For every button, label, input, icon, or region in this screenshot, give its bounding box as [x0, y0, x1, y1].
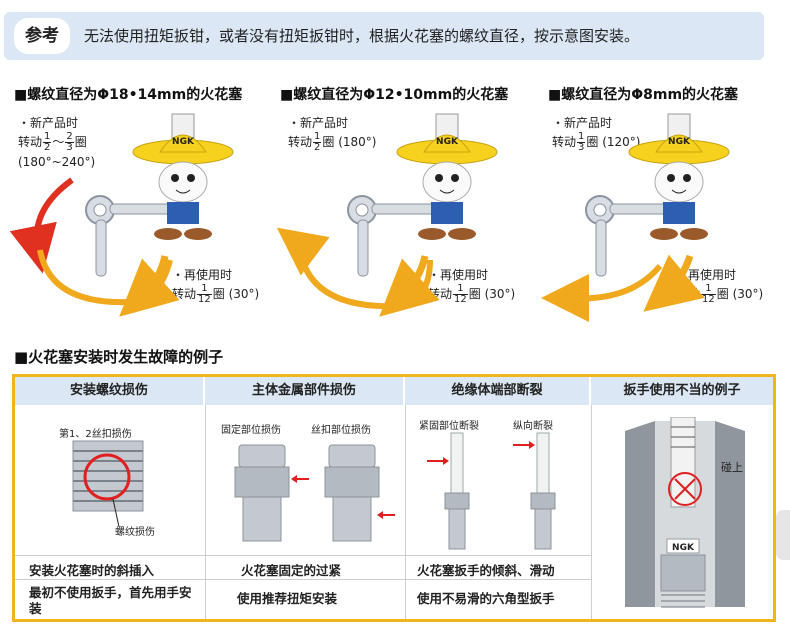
panel1-turn-suffix: 圈: [74, 135, 87, 149]
panel3-turn-prefix: 转动: [552, 135, 577, 149]
panel2-reuse-label: ・再使用时: [428, 268, 489, 282]
col3-cause: 火花塞扳手的倾斜、滑动: [417, 563, 555, 578]
col1-remedy: 最初不使用扳手，首先用手安装: [29, 585, 192, 616]
panel2-frac-num: 1: [313, 131, 322, 143]
panel2-title: ■螺纹直径为Φ12•10mm的火花塞: [280, 87, 509, 103]
panel3-big-arrow: [569, 264, 663, 302]
thread-damage-image: [72, 440, 144, 528]
panel1-new-angle: (180°~240°): [18, 155, 96, 169]
panel1-reuse-arrow: [119, 255, 180, 317]
scroll-handle[interactable]: [776, 510, 790, 560]
table-divider: [591, 405, 592, 619]
panel2-new-label: ・新产品时: [288, 116, 349, 130]
reference-text: 无法使用扭矩扳钳，或者没有扭矩扳钳时，根据火花塞的螺纹直径，按示意图安装。: [84, 27, 640, 45]
panel2-start-arrow: [276, 227, 330, 276]
panel2-hat-logo: NGK: [436, 137, 459, 147]
table-divider: [205, 405, 206, 619]
col1-bottom-label: 螺纹损伤: [115, 527, 155, 538]
panel1-frac1-den: 2: [44, 142, 51, 153]
body-damage-plug-left: [234, 444, 309, 542]
panel3-reuse-den: 12: [702, 294, 715, 305]
panel3-title: ■螺纹直径为Φ8mm的火花塞: [548, 87, 739, 103]
panel2-reuse-den: 12: [454, 294, 467, 305]
col2-right-label: 丝扣部位损伤: [311, 425, 371, 436]
panel3-wrench: [585, 195, 681, 277]
panel3-frac-den: 3: [578, 142, 585, 153]
reference-label: 参考: [14, 18, 70, 54]
panel1-frac2-num: 2: [65, 131, 74, 143]
col3-remedy: 使用不易滑的六角型扳手: [417, 591, 555, 606]
body-damage-plug-right: [324, 444, 395, 542]
panel1-frac1-num: 1: [43, 131, 52, 143]
panel1-new-label: ・新产品时: [18, 116, 79, 130]
table-header-insulator-break: 绝缘体端部断裂: [405, 377, 591, 405]
panel2-turn-suffix: 圈 (180°): [322, 135, 377, 149]
panel1-reuse-suffix: 圈 (30°): [212, 287, 260, 301]
body-damage-images: [234, 444, 395, 542]
panel3-turn-suffix: 圈 (120°): [586, 135, 641, 149]
panel2-mascot-icon: NGK: [396, 113, 498, 240]
section2-title: ■火花塞安装时发生故障的例子: [14, 348, 224, 366]
panel1-mascot-icon: NGK: [132, 113, 234, 240]
panel3-reuse-num: 1: [701, 284, 716, 295]
panel1-turn-prefix: 转动: [18, 135, 43, 149]
col2-remedy: 使用推荐扭矩安装: [237, 591, 338, 606]
failure-table: 安装螺纹损伤 主体金属部件损伤 绝缘体端部断裂 扳手使用不当的例子 第1、2丝扣…: [12, 374, 776, 622]
col4-label: 碰上: [721, 461, 743, 474]
table-divider: [405, 405, 406, 619]
panel1-reuse-num: 1: [197, 284, 212, 295]
panel3-reuse-arrow: [643, 254, 705, 312]
table-header-thread-damage: 安装螺纹损伤: [15, 377, 205, 405]
panel2-frac-den: 2: [314, 142, 321, 153]
insulator-break-images: [427, 432, 556, 550]
panel1-reuse-den: 12: [198, 294, 211, 305]
panel3-hat-logo: NGK: [668, 137, 691, 147]
table-header-wrench-misuse: 扳手使用不当的例子: [591, 377, 773, 405]
panel1-wrench: [85, 195, 181, 277]
col3-right-label: 纵向断裂: [513, 421, 553, 432]
panel3-new-label: ・新产品时: [552, 116, 613, 130]
panel2-reuse-arrow: [379, 255, 440, 317]
wrench-misuse-logo: NGK: [672, 543, 695, 553]
panel1-tilde: ～: [52, 135, 65, 149]
panel3-reuse-suffix: 圈 (30°): [716, 287, 764, 301]
insulator-plug-left: [427, 432, 470, 550]
col3-left-label: 紧固部位断裂: [419, 421, 479, 432]
table-divider: [15, 579, 591, 580]
panel3-frac-num: 1: [577, 131, 586, 143]
panel2-turn-prefix: 转动: [288, 135, 313, 149]
panel1-title: ■螺纹直径为Φ18•14mm的火花塞: [14, 87, 243, 103]
panel2-reuse-suffix: 圈 (30°): [468, 287, 516, 301]
table-header-body-damage: 主体金属部件损伤: [205, 377, 405, 405]
table-divider: [15, 555, 591, 556]
col2-left-label: 固定部位损伤: [221, 425, 281, 436]
panel3-mascot-icon: NGK: [628, 113, 730, 240]
panel1-reuse-label: ・再使用时: [172, 268, 233, 282]
wrench-misuse-image: NGK: [625, 417, 745, 608]
panel1-hat-logo: NGK: [172, 137, 195, 147]
col1-top-label: 第1、2丝扣损伤: [59, 429, 132, 440]
reference-banner: 参考 无法使用扭矩扳钳，或者没有扭矩扳钳时，根据火花塞的螺纹直径，按示意图安装。: [4, 12, 764, 60]
col2-cause: 火花塞固定的过紧: [241, 563, 342, 578]
panel1-frac2-den: 3: [66, 142, 73, 153]
col1-cause: 安装火花塞时的斜插入: [29, 563, 155, 578]
panel2-reuse-num: 1: [453, 284, 468, 295]
insulator-plug-right: [513, 432, 556, 550]
panel1-new-arrow: [9, 177, 74, 274]
